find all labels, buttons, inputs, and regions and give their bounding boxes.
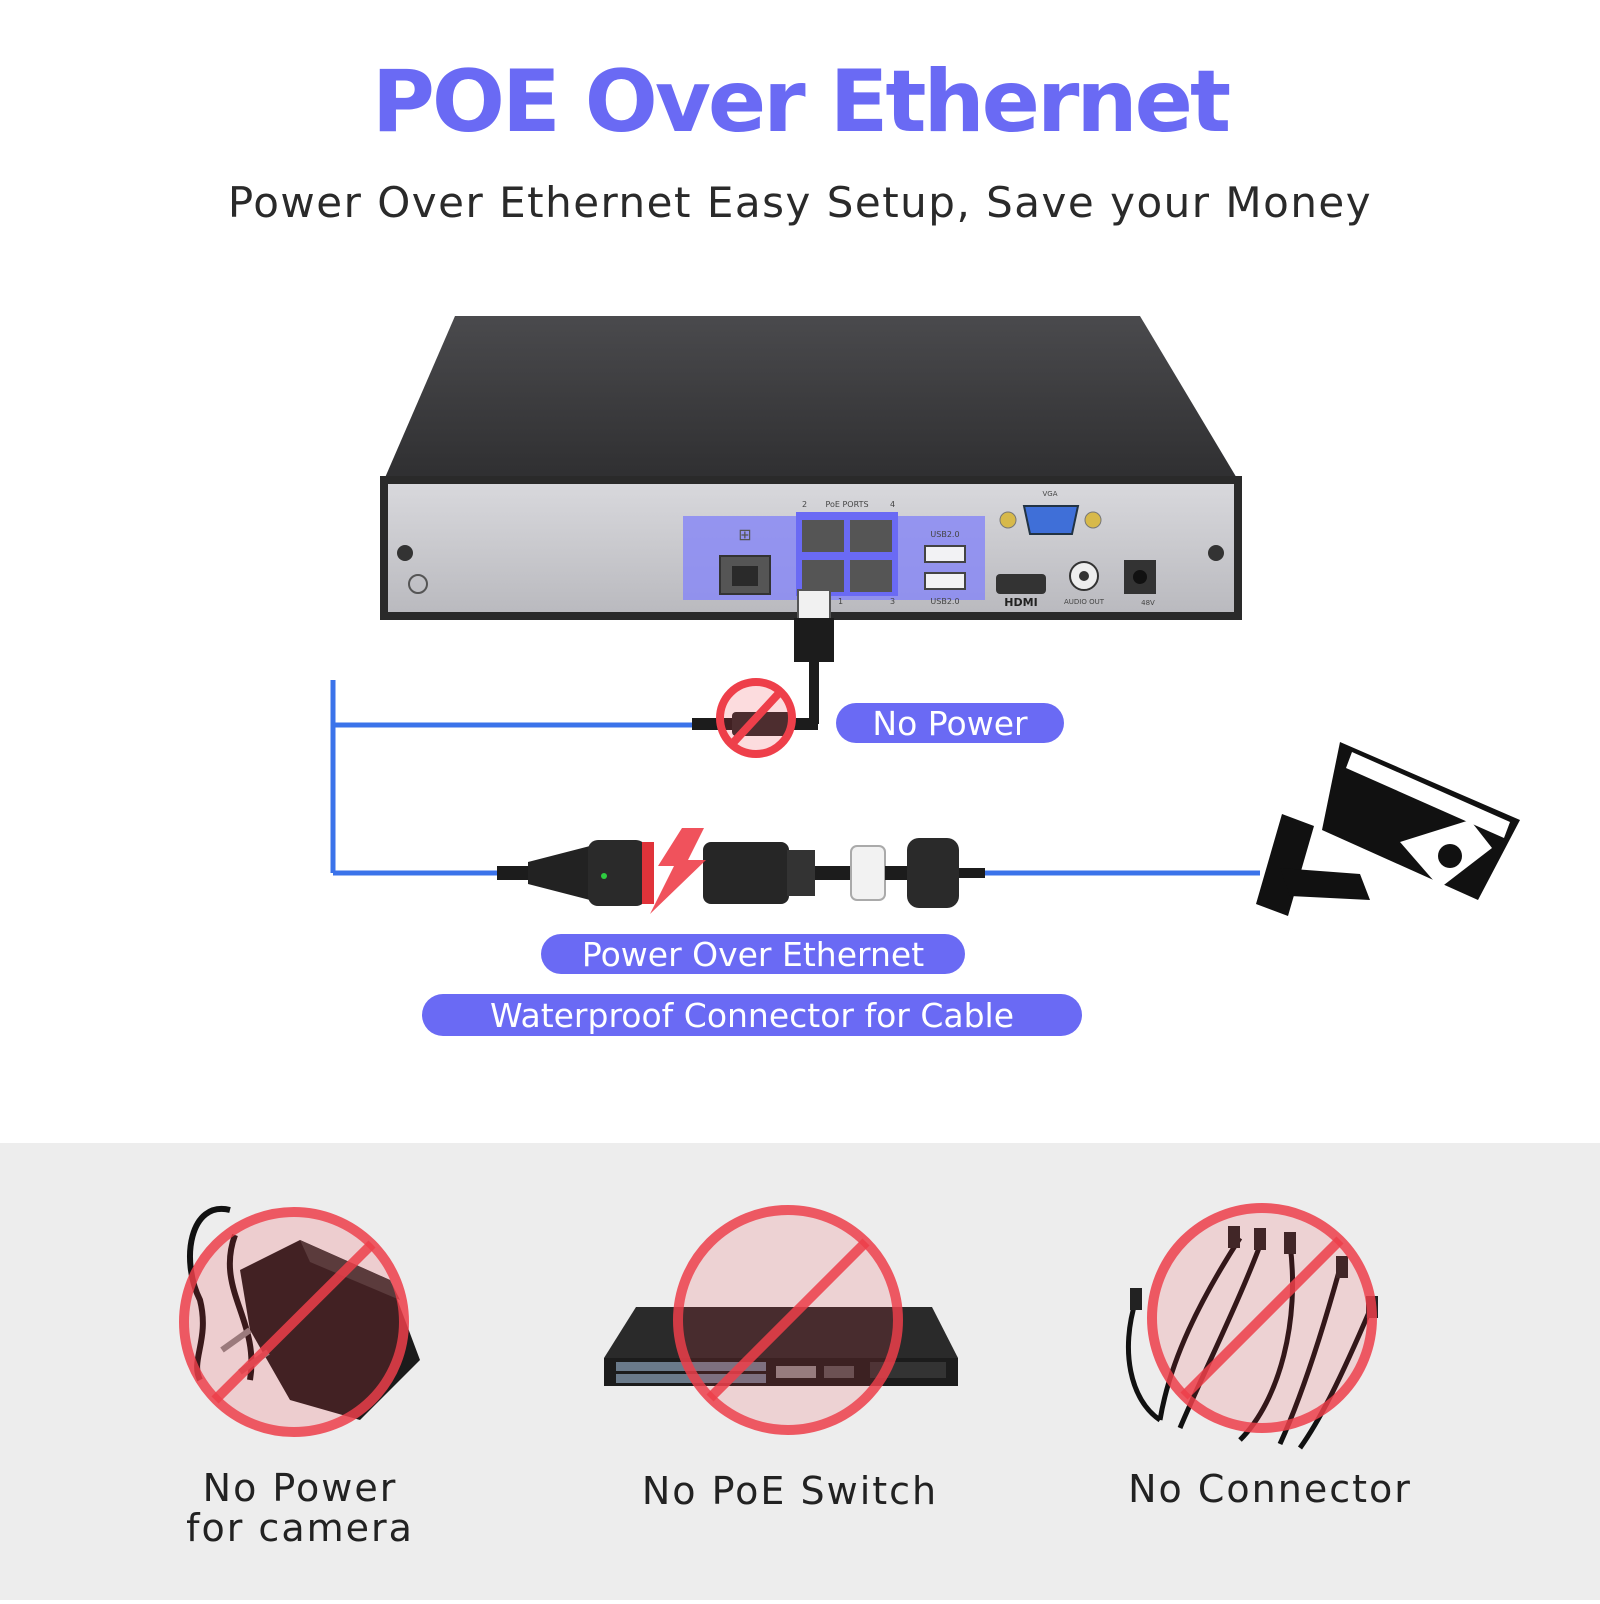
not-needed-graphics	[179, 1203, 1378, 1450]
lan-port-socket	[732, 566, 758, 586]
power-flow-icon	[650, 828, 706, 914]
poe-port	[802, 520, 844, 552]
poe-port	[850, 560, 892, 592]
prohibited-icon	[673, 1205, 903, 1435]
hdmi-port	[996, 574, 1046, 594]
page-title: POE Over Ethernet	[371, 52, 1231, 152]
prohibited-icon	[1147, 1203, 1377, 1433]
nvr-top-face	[384, 316, 1238, 480]
poe-ports-label: PoE PORTS	[825, 500, 868, 509]
blue-cable-lines	[330, 680, 1260, 876]
audio-out-label: AUDIO OUT	[1064, 598, 1105, 606]
svg-text:No Power: No Power	[872, 704, 1028, 743]
screw-icon	[397, 545, 413, 561]
usb-top-label: USB2.0	[930, 530, 959, 539]
hdmi-label: HDMI	[1004, 596, 1037, 609]
no-power-label: No Power	[836, 703, 1064, 743]
vga-screw	[999, 511, 1017, 529]
poe-port	[850, 520, 892, 552]
ethernet-plug	[794, 589, 834, 710]
cctv-camera-icon	[1256, 742, 1520, 916]
screw-icon	[1208, 545, 1224, 561]
power-adapter-icon	[187, 1205, 420, 1420]
svg-text:Power Over Ethernet: Power Over Ethernet	[582, 935, 924, 974]
ground-icon	[408, 574, 428, 594]
caption-no-connector: No Connector	[1128, 1467, 1412, 1511]
waterproof-label: Waterproof Connector for Cable	[422, 994, 1082, 1036]
page-subtitle: Power Over Ethernet Easy Setup, Save you…	[227, 178, 1373, 227]
prohibited-icon	[179, 1207, 409, 1437]
usb-bottom-label: USB2.0	[930, 597, 959, 606]
port-3-label: 3	[890, 597, 895, 606]
caption-no-power: No Power for camera	[186, 1466, 414, 1550]
port-1-label: 1	[838, 597, 843, 606]
vga-screw	[1084, 511, 1102, 529]
port-2-label: 2	[802, 500, 807, 509]
poe-diagram: ⊞ PoE PORTS 2 4 1 3 USB2.0 USB2.0 HDMI V…	[330, 316, 1520, 1036]
network-icon: ⊞	[738, 525, 751, 544]
caption-no-poe-switch: No PoE Switch	[641, 1469, 939, 1513]
nvr-device: ⊞ PoE PORTS 2 4 1 3 USB2.0 USB2.0 HDMI V…	[380, 316, 1242, 620]
usb-port	[924, 545, 966, 563]
poe-port	[802, 560, 844, 592]
vga-port	[1022, 505, 1080, 535]
prohibited-icon	[716, 678, 796, 758]
vga-label: VGA	[1042, 490, 1057, 498]
power-label: 48V	[1141, 599, 1155, 607]
waterproof-connector	[497, 838, 985, 908]
svg-text:Waterproof Connector for Cable: Waterproof Connector for Cable	[490, 996, 1014, 1035]
port-4-label: 4	[890, 500, 895, 509]
usb-port	[924, 572, 966, 590]
poe-label: Power Over Ethernet	[541, 934, 965, 974]
not-needed-panel: No Power for camera No PoE Switch No Con…	[0, 1143, 1600, 1600]
